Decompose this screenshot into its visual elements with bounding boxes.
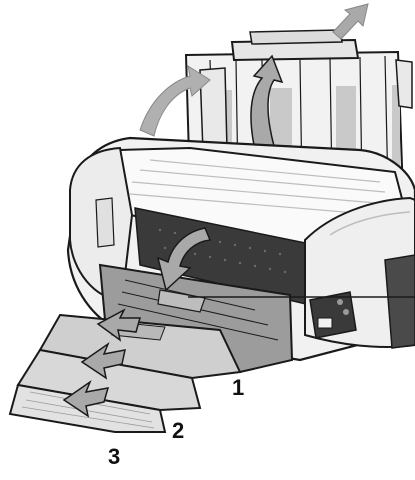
tray-subextension: [8, 348, 202, 433]
rotate-support-arrow: [139, 64, 211, 137]
callout-number-1: 1: [232, 375, 245, 400]
pull-arrow-3: [62, 379, 110, 418]
output-tray: [98, 263, 415, 374]
raise-support-arrow: [250, 54, 284, 151]
pull-arrow-2: [80, 341, 126, 380]
callout-number-2: 2: [172, 418, 185, 443]
pull-arrow-1: [96, 308, 141, 342]
extend-support-arrow: [332, 3, 369, 40]
open-tray-arrow: [156, 227, 212, 292]
callout-number-3: 3: [108, 444, 121, 469]
